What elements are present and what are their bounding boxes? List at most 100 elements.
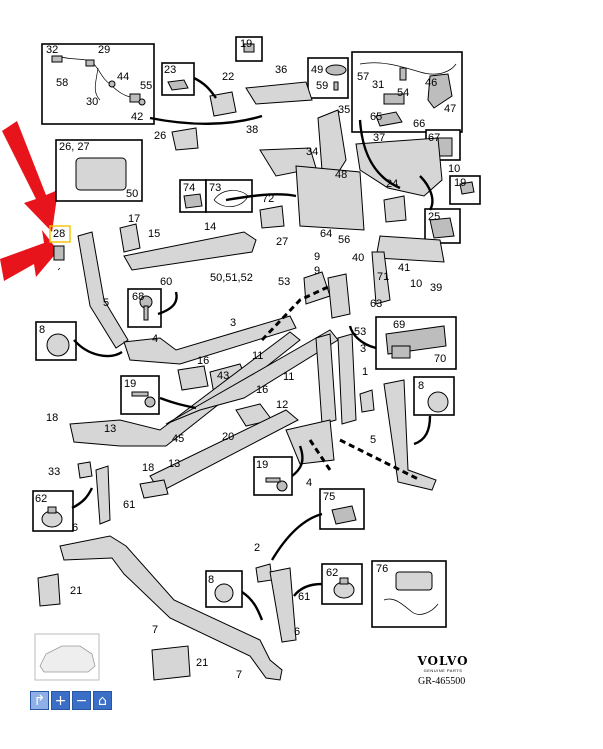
- label-47: 47: [444, 103, 456, 115]
- label-45: 45: [172, 433, 184, 445]
- label-26-27: 26, 27: [59, 141, 90, 153]
- duct-assembly: [37, 81, 445, 681]
- label-13-a: 13: [104, 423, 116, 435]
- label-34: 34: [306, 146, 318, 158]
- label-59: 59: [316, 80, 328, 92]
- label-7-a: 7: [152, 624, 158, 636]
- highlight-arrows: [0, 121, 58, 281]
- part-labels: 32 29 58 44 55 30 42 19 23 22 36 49 59 3…: [35, 38, 466, 681]
- label-44: 44: [117, 71, 129, 83]
- zoom-out-button[interactable]: −: [72, 691, 91, 710]
- label-57: 57: [357, 71, 369, 83]
- label-56: 56: [338, 234, 350, 246]
- label-54: 54: [397, 87, 409, 99]
- label-12: 12: [276, 399, 288, 411]
- label-46: 46: [425, 77, 437, 89]
- label-8-right: 8: [418, 380, 424, 392]
- label-24: 24: [386, 178, 398, 190]
- box-19-right: [449, 175, 481, 205]
- label-66: 66: [413, 118, 425, 130]
- label-42: 42: [131, 111, 143, 123]
- box-49-59: [307, 57, 349, 99]
- label-71: 71: [377, 271, 389, 283]
- label-64: 64: [320, 228, 332, 240]
- viewer-toolbar: ↱ + − ⌂: [30, 691, 112, 710]
- label-62-right: 62: [326, 567, 338, 579]
- label-9-a: 9: [314, 251, 320, 263]
- label-6-a: 6: [72, 522, 78, 534]
- label-72: 72: [262, 193, 274, 205]
- dashed-lines: [260, 284, 421, 482]
- label-20: 20: [222, 431, 234, 443]
- label-29: 29: [98, 44, 110, 56]
- label-61-b: 61: [298, 591, 310, 603]
- label-2: 2: [254, 542, 260, 554]
- label-5-b: 5: [370, 434, 376, 446]
- label-55: 55: [140, 80, 152, 92]
- label-4-a: 4: [152, 333, 158, 345]
- label-3-b: 3: [360, 343, 366, 355]
- box-23: [161, 62, 195, 96]
- red-arrow-lower: [0, 230, 58, 281]
- label-19-mid: 19: [124, 378, 136, 390]
- label-11-a: 11: [252, 350, 263, 362]
- label-38: 38: [246, 124, 258, 136]
- box-contents: [39, 43, 475, 673]
- label-6-b: 6: [294, 626, 300, 638]
- label-35: 35: [338, 104, 350, 116]
- label-62-left: 62: [35, 493, 47, 505]
- label-18-a: 18: [46, 412, 58, 424]
- label-26: 26: [154, 130, 166, 142]
- label-32: 32: [46, 44, 58, 56]
- label-16-a: 16: [197, 355, 209, 367]
- label-68: 68: [132, 291, 144, 303]
- label-10-top: 10: [448, 163, 460, 175]
- label-1: 1: [362, 366, 368, 378]
- label-75: 75: [323, 491, 335, 503]
- label-74: 74: [183, 182, 195, 194]
- label-76: 76: [376, 563, 388, 575]
- label-18-b: 18: [142, 462, 154, 474]
- label-53-a: 53: [278, 276, 290, 288]
- label-33: 33: [48, 466, 60, 478]
- label-23: 23: [164, 64, 176, 76]
- label-22: 22: [222, 71, 234, 83]
- label-15: 15: [148, 228, 160, 240]
- label-48: 48: [335, 169, 347, 181]
- label-19-low: 19: [256, 459, 268, 471]
- label-9-b: 9: [314, 265, 320, 277]
- home-button[interactable]: ⌂: [93, 691, 112, 710]
- label-19-top: 19: [240, 38, 252, 50]
- select-tool-button[interactable]: ↱: [30, 691, 49, 710]
- label-36: 36: [275, 64, 287, 76]
- label-41: 41: [398, 262, 410, 274]
- zoom-in-button[interactable]: +: [51, 691, 70, 710]
- car-thumbnail: [39, 645, 96, 673]
- label-21-a: 21: [70, 585, 82, 597]
- label-31: 31: [372, 79, 384, 91]
- label-40: 40: [352, 252, 364, 264]
- label-19-right: 19: [454, 177, 466, 189]
- label-10-mid: 10: [410, 278, 422, 290]
- label-50-51-52: 50,51,52: [210, 272, 253, 284]
- label-28: 28: [53, 228, 65, 240]
- label-4-b: 4: [306, 477, 312, 489]
- label-16-b: 16: [256, 384, 268, 396]
- label-17: 17: [128, 213, 140, 225]
- label-73: 73: [209, 182, 221, 194]
- label-30: 30: [86, 96, 98, 108]
- label-5-a: 5: [103, 297, 109, 309]
- label-25: 25: [428, 211, 440, 223]
- diagram-code: GR-465500: [418, 676, 466, 687]
- label-60: 60: [160, 276, 172, 288]
- label-70: 70: [434, 353, 446, 365]
- label-11-b: 11: [283, 371, 294, 383]
- label-8-bottom: 8: [208, 574, 214, 586]
- label-43: 43: [217, 370, 229, 382]
- label-37: 37: [373, 132, 385, 144]
- label-13-b: 13: [168, 458, 180, 470]
- volvo-logo: VOLVO GENUINE PARTS: [400, 654, 486, 673]
- label-61-a: 61: [123, 499, 135, 511]
- leader-arrows: [57, 76, 434, 621]
